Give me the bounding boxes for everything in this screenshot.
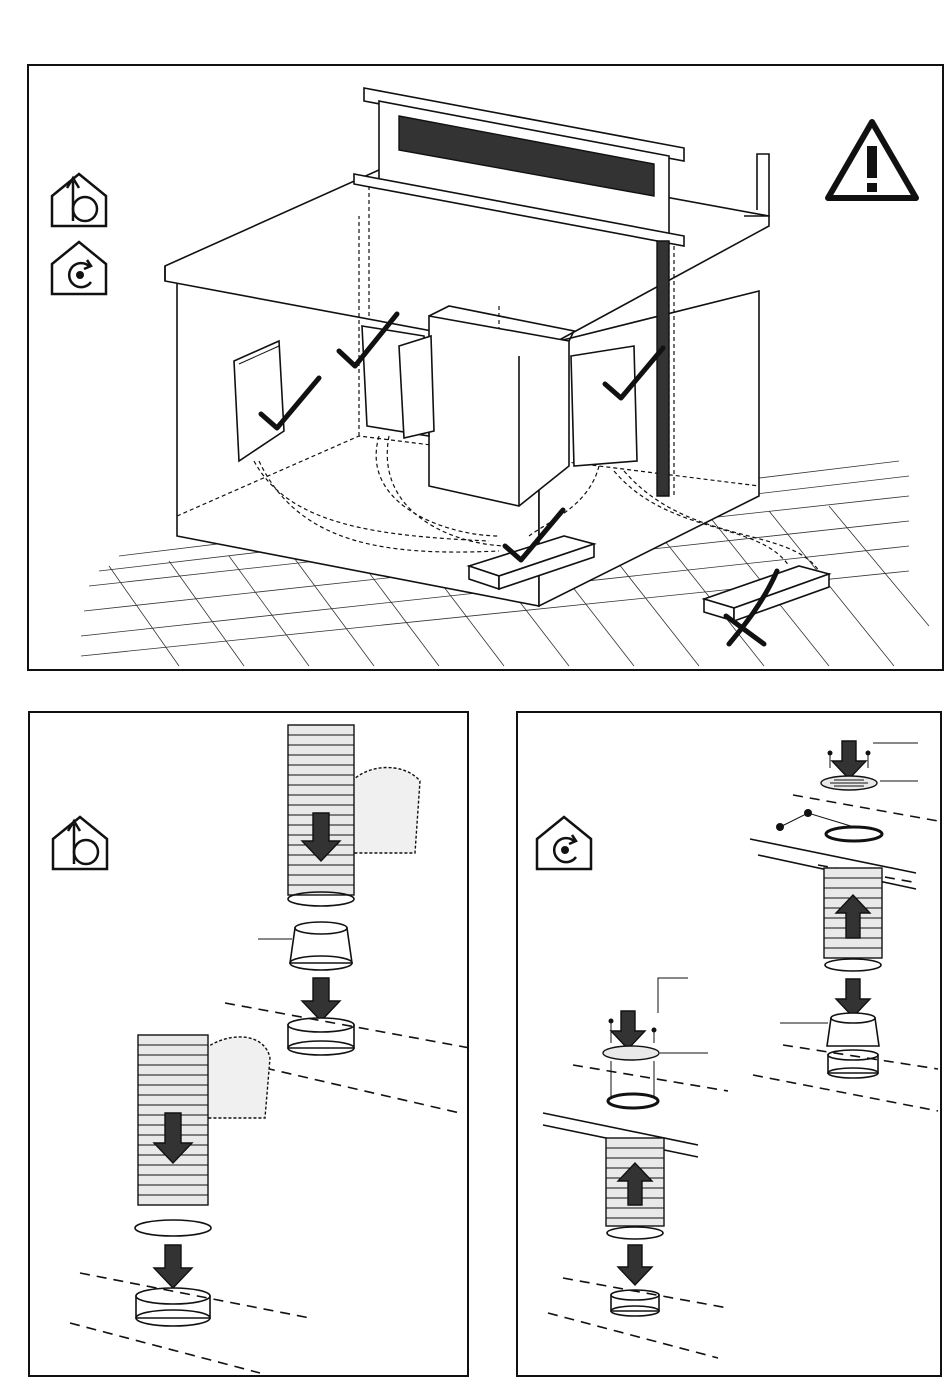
ceiling-ring-upper	[776, 809, 882, 841]
recirculation-assembly-panel	[516, 711, 942, 1377]
grille-lower	[603, 978, 708, 1060]
flexible-hose-upper	[824, 868, 882, 958]
down-arrow-icon	[302, 978, 340, 1021]
reducer-adapter-upper	[780, 1013, 879, 1046]
ducted-out-assembly-drawing	[30, 713, 471, 1379]
wall-collar-upper	[288, 1018, 354, 1055]
fan-unit-right	[571, 346, 637, 466]
house-fan-ducted-out-icon	[52, 174, 106, 226]
hose-clamp-lower	[607, 1227, 663, 1239]
house-fan-ducted-out-icon	[53, 817, 107, 869]
house-fan-recirculation-icon	[537, 817, 591, 869]
reducer-adapter	[258, 922, 352, 970]
recirculation-assembly-drawing	[518, 713, 944, 1379]
house-fan-recirculation-icon	[52, 242, 106, 294]
installation-overview-drawing	[29, 66, 946, 673]
flexible-hose-lower	[606, 1138, 664, 1226]
flexible-hose-upper	[288, 725, 420, 895]
ceiling-ring-lower	[608, 1094, 658, 1108]
ducted-out-assembly-panel	[28, 711, 469, 1377]
wall-collar-upper	[828, 1050, 878, 1078]
down-arrow-icon	[836, 979, 870, 1017]
down-arrow-icon	[154, 1245, 192, 1288]
wall-collar-lower	[136, 1288, 210, 1326]
flexible-hose-lower	[138, 1035, 270, 1205]
grille-upper	[821, 741, 918, 790]
hose-clamp-lower	[135, 1220, 211, 1236]
installation-overview-panel	[27, 64, 944, 671]
warning-triangle-icon	[828, 122, 916, 198]
hose-clamp-upper	[825, 959, 881, 971]
down-arrow-icon	[618, 1245, 652, 1285]
